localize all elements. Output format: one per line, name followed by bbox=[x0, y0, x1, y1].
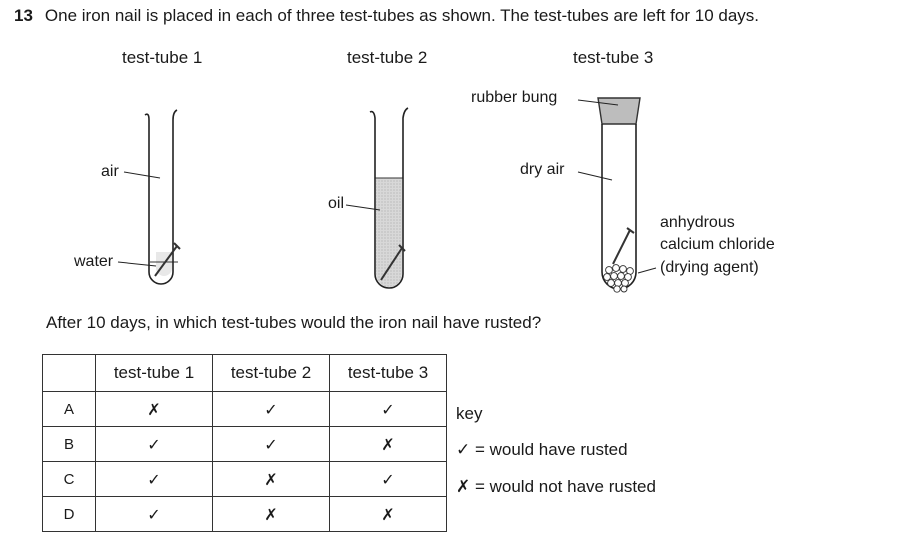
oil-fill bbox=[376, 178, 402, 287]
cell-mark: ✓ bbox=[212, 426, 330, 462]
table-header-tube-1: test-tube 1 bbox=[95, 354, 213, 392]
key-rusted: ✓ = would have rusted bbox=[456, 440, 628, 459]
tube-2-label: test-tube 2 bbox=[347, 48, 428, 67]
test-tube-3 bbox=[577, 97, 657, 293]
cell-mark: ✗ bbox=[95, 391, 213, 427]
table-header-tube-3: test-tube 3 bbox=[329, 354, 447, 392]
cell-mark: ✓ bbox=[95, 426, 213, 462]
dry-air-pointer bbox=[577, 171, 613, 181]
option-label: D bbox=[42, 496, 96, 532]
table-header-tube-2: test-tube 2 bbox=[212, 354, 330, 392]
question-prompt: After 10 days, in which test-tubes would… bbox=[46, 313, 542, 332]
rubber-bung bbox=[597, 97, 641, 125]
drying-agent-pellets bbox=[603, 264, 634, 293]
key-not-rusted: ✗ = would not have rusted bbox=[456, 477, 656, 496]
table-row-b[interactable]: B ✓ ✓ ✗ bbox=[42, 426, 447, 462]
iron-nail-3 bbox=[612, 229, 631, 265]
option-label: A bbox=[42, 391, 96, 427]
iron-nail-2 bbox=[380, 247, 403, 281]
iron-nail-1 bbox=[154, 245, 178, 277]
cell-mark: ✓ bbox=[212, 391, 330, 427]
table-row-a[interactable]: A ✗ ✓ ✓ bbox=[42, 391, 447, 427]
test-tube-2 bbox=[345, 107, 409, 289]
water-pointer bbox=[117, 261, 157, 267]
water-label: water bbox=[74, 253, 114, 270]
drying-agent-label-3: (drying agent) bbox=[660, 259, 759, 276]
tube-3-label: test-tube 3 bbox=[573, 48, 654, 67]
option-label: B bbox=[42, 426, 96, 462]
cell-mark: ✗ bbox=[329, 496, 447, 532]
oil-pointer bbox=[345, 204, 381, 211]
table-header-row: test-tube 1 test-tube 2 test-tube 3 bbox=[42, 354, 447, 392]
cell-mark: ✗ bbox=[212, 496, 330, 532]
table-header-blank bbox=[42, 354, 96, 392]
question-number: 13 bbox=[14, 6, 33, 25]
oil-label: oil bbox=[328, 195, 345, 212]
dry-air-label: dry air bbox=[520, 161, 565, 178]
question-line: 13 One iron nail is placed in each of thr… bbox=[14, 6, 759, 26]
test-tubes-diagram bbox=[117, 97, 657, 293]
test-tube-1 bbox=[117, 109, 181, 285]
tube-1-label: test-tube 1 bbox=[122, 48, 203, 67]
cell-mark: ✓ bbox=[329, 461, 447, 497]
cell-mark: ✗ bbox=[212, 461, 330, 497]
cell-mark: ✓ bbox=[95, 496, 213, 532]
air-label: air bbox=[101, 163, 119, 180]
rubber-bung-label: rubber bung bbox=[471, 89, 558, 106]
cell-mark: ✗ bbox=[329, 426, 447, 462]
drying-agent-label-2: calcium chloride bbox=[660, 236, 775, 253]
drying-agent-pointer bbox=[637, 267, 657, 274]
question-text: One iron nail is placed in each of three… bbox=[44, 6, 760, 25]
table-row-c[interactable]: C ✓ ✗ ✓ bbox=[42, 461, 447, 497]
bung-pointer bbox=[577, 99, 619, 106]
table-row-d[interactable]: D ✓ ✗ ✗ bbox=[42, 496, 447, 532]
cell-mark: ✓ bbox=[95, 461, 213, 497]
air-pointer bbox=[123, 171, 161, 179]
answer-table: test-tube 1 test-tube 2 test-tube 3 A ✗ … bbox=[42, 354, 447, 532]
drying-agent-label-1: anhydrous bbox=[660, 214, 735, 231]
key-title: key bbox=[456, 404, 483, 423]
cell-mark: ✓ bbox=[329, 391, 447, 427]
option-label: C bbox=[42, 461, 96, 497]
